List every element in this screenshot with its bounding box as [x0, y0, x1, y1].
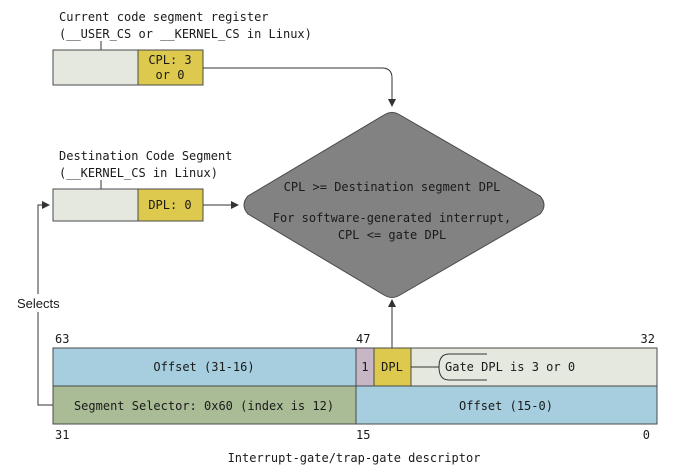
check-condition-cpl-vs-gate: CPL <= gate DPL	[338, 228, 446, 242]
dest-cs-subtitle: (__KERNEL_CS in Linux)	[59, 166, 218, 180]
selects-label: Selects	[17, 296, 60, 311]
dest-cs-title: Destination Code Segment	[59, 149, 232, 163]
dest-cs-dpl-field	[137, 188, 204, 222]
current-cpl-to-check-arrow	[203, 67, 396, 107]
current-cs-cpl-line1: CPL: 3	[148, 53, 191, 67]
selects-label-bg	[14, 294, 64, 312]
current-cs-cpl-line2: or 0	[156, 68, 185, 82]
current-cs-title: Current code segment register	[59, 10, 269, 24]
bit-47-label: 47	[356, 332, 370, 346]
offset-high-field	[52, 347, 357, 387]
offset-low-label: Offset (15-0)	[459, 399, 553, 413]
dest-cs-dpl-label: DPL: 0	[148, 198, 191, 212]
bit-32-label: 32	[641, 332, 655, 346]
gate-dpl-label: DPL	[381, 360, 403, 374]
segment-selector-field	[52, 385, 357, 425]
bit-0-label: 0	[643, 428, 650, 442]
privilege-check-diamond	[243, 112, 545, 298]
offset-high-label: Offset (31-16)	[153, 360, 254, 374]
descriptor-caption: Interrupt-gate/trap-gate descriptor	[228, 451, 481, 465]
gate-dpl-note: Gate DPL is 3 or 0	[445, 360, 575, 374]
bit-63-label: 63	[55, 332, 69, 346]
present-bit-value: 1	[361, 360, 368, 374]
check-condition-cpl-vs-dest: CPL >= Destination segment DPL	[284, 180, 501, 194]
current-cs-subtitle: (__USER_CS or __KERNEL_CS in Linux)	[59, 27, 312, 41]
current-code-segment-group: Current code segment register (__USER_CS…	[52, 10, 312, 86]
bit-31-label: 31	[55, 428, 69, 442]
bit-15-label: 15	[356, 428, 370, 442]
privilege-check-group: CPL >= Destination segment DPL For softw…	[243, 112, 545, 298]
destination-code-segment-group: Destination Code Segment (__KERNEL_CS in…	[52, 149, 232, 222]
check-condition-software-interrupt: For software-generated interrupt,	[273, 211, 511, 225]
dest-cs-body	[52, 188, 139, 222]
segment-selector-label: Segment Selector: 0x60 (index is 12)	[74, 399, 334, 413]
current-cs-register-body	[52, 49, 139, 86]
gate-descriptor: 63 47 32 Offset (31-16) 1 DPL Gate DPL i…	[52, 332, 658, 465]
offset-low-field	[355, 385, 658, 425]
